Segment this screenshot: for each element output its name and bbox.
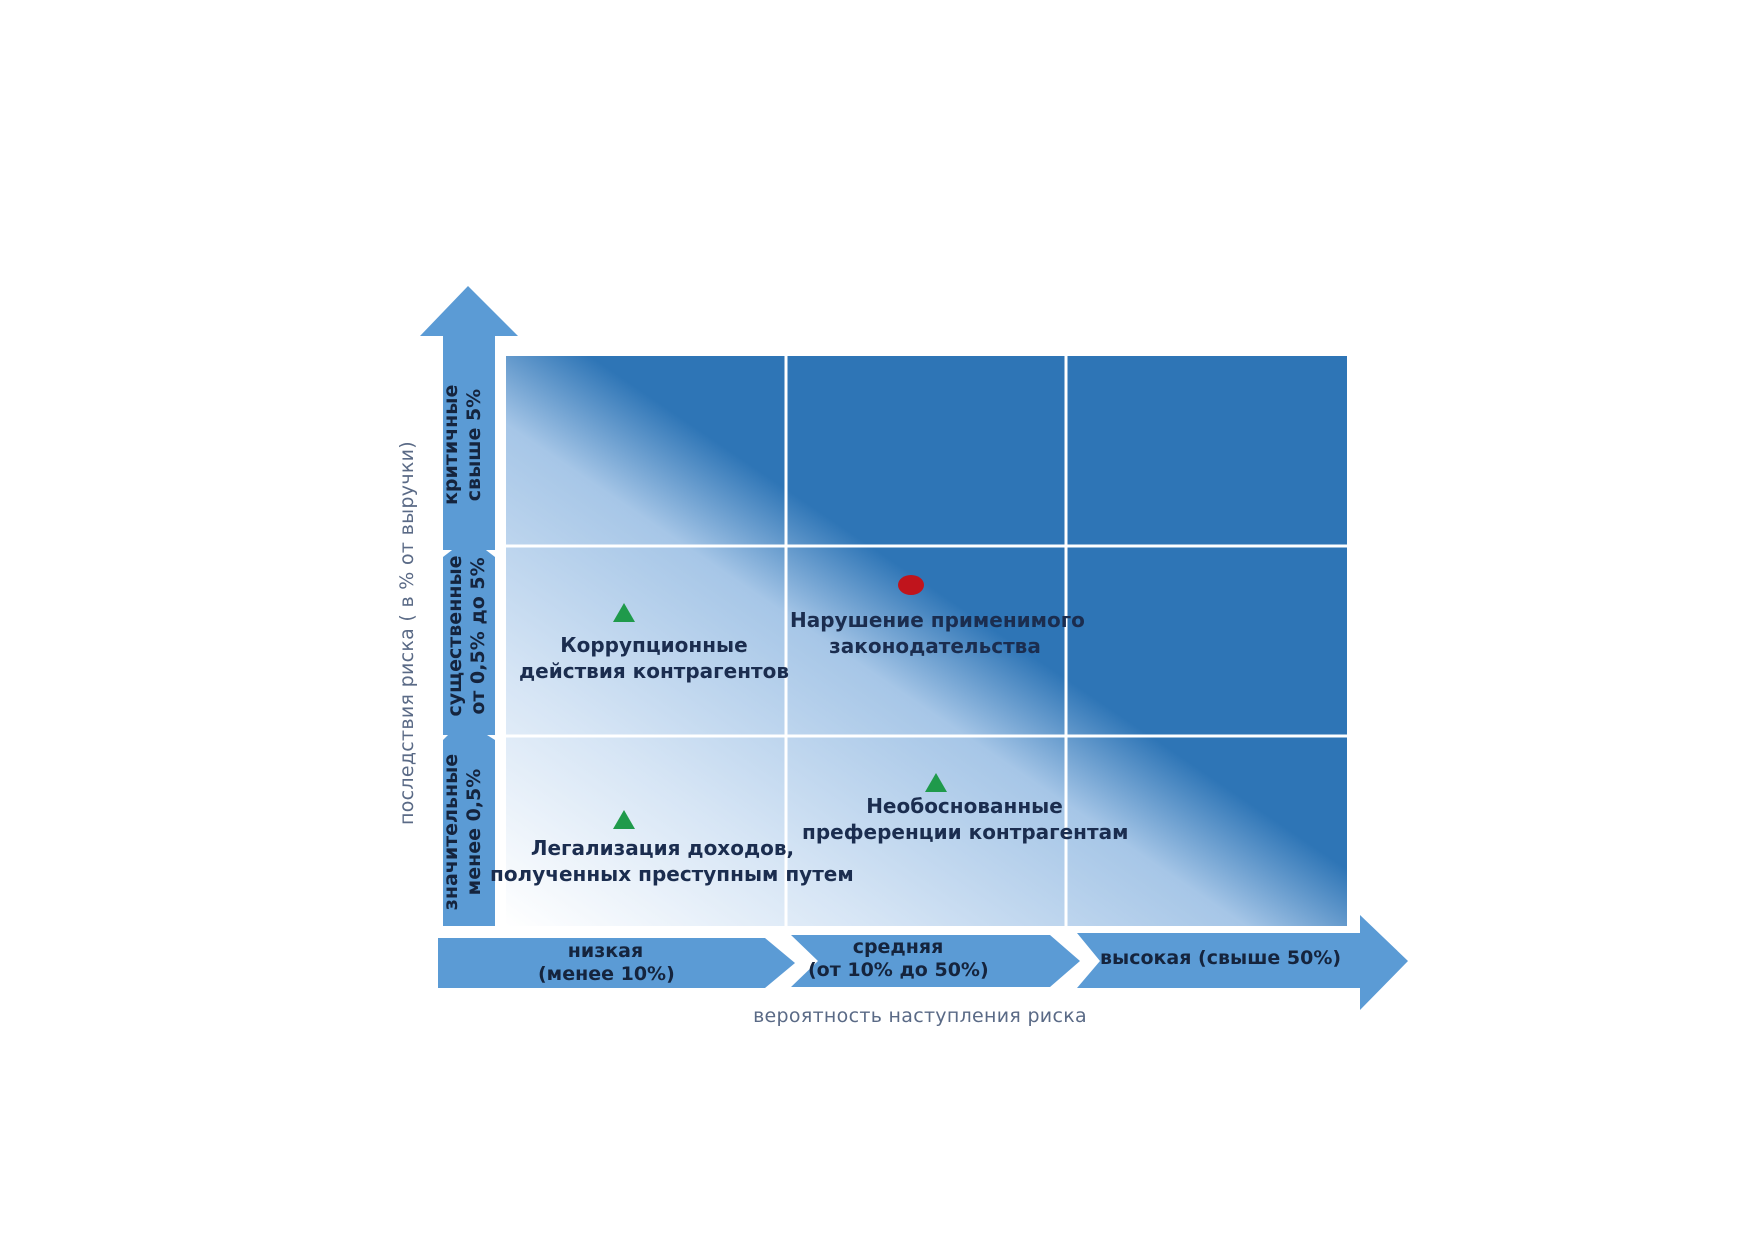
x-level-mid-line1: средняя bbox=[852, 936, 944, 958]
risk-marker-circle bbox=[898, 575, 924, 595]
x-arrow-segment-mid bbox=[791, 935, 1080, 987]
x-level-mid-line2: (от 10% до 50%) bbox=[808, 959, 989, 981]
x-level-low-line1: низкая bbox=[567, 940, 644, 962]
risk-marker-triangle bbox=[613, 603, 635, 622]
risk-label-line2: законодательства bbox=[829, 634, 1041, 658]
y-axis-caption: последствия риска ( в % от выручки) bbox=[396, 441, 418, 825]
y-level-low-line2: менее 0,5% bbox=[463, 768, 485, 896]
x-arrow-segment-low bbox=[438, 938, 795, 988]
y-level-low-line1: значительные bbox=[440, 753, 462, 911]
risk-label-line1: Легализация доходов, bbox=[530, 836, 795, 860]
risk-label: Нарушение применимого законодательства bbox=[790, 607, 1085, 659]
risk-label-line2: действия контрагентов bbox=[518, 659, 789, 683]
x-level-low-label: низкая (менее 10%) bbox=[538, 940, 675, 986]
risk-marker-triangle bbox=[613, 810, 635, 829]
x-level-mid-label: средняя (от 10% до 50%) bbox=[808, 936, 989, 982]
y-arrow-segment-high bbox=[420, 286, 518, 550]
x-level-high-line1: высокая (свыше 50%) bbox=[1100, 947, 1342, 969]
risk-label-line1: Нарушение применимого bbox=[790, 608, 1085, 632]
risk-label-line2: преференции контрагентам bbox=[802, 820, 1129, 844]
y-level-mid-line2: от 0,5% до 5% bbox=[467, 557, 489, 715]
y-level-high-line2: свыше 5% bbox=[463, 388, 485, 502]
risk-matrix bbox=[506, 356, 1347, 926]
x-arrow-segment-high bbox=[1077, 915, 1408, 1010]
matrix-grid bbox=[506, 356, 1347, 926]
risk-label: Коррупционные действия контрагентов bbox=[509, 632, 799, 684]
risk-label-line1: Коррупционные bbox=[560, 633, 748, 657]
risk-label-line2: полученных преступным путем bbox=[490, 862, 854, 886]
risk-label-line1: Необоснованные bbox=[866, 794, 1063, 818]
y-arrow-segment-mid bbox=[443, 537, 495, 735]
y-level-mid-line1: существенные bbox=[444, 555, 466, 717]
y-level-mid-label: существенные от 0,5% до 5% bbox=[444, 551, 494, 721]
risk-label: Легализация доходов, полученных преступн… bbox=[490, 835, 854, 887]
y-arrow-segment-low bbox=[443, 720, 495, 926]
y-level-high-label: критичные свыше 5% bbox=[440, 385, 490, 505]
y-level-high-line1: критичные bbox=[440, 384, 462, 505]
risk-marker-triangle bbox=[925, 773, 947, 792]
y-level-low-label: значительные менее 0,5% bbox=[440, 752, 490, 912]
risk-label: Необоснованные преференции контрагентам bbox=[802, 793, 1129, 845]
x-level-high-label: высокая (свыше 50%) bbox=[1100, 947, 1342, 970]
x-level-low-line2: (менее 10%) bbox=[538, 963, 675, 985]
x-axis-caption: вероятность наступления риска bbox=[753, 1005, 1087, 1027]
